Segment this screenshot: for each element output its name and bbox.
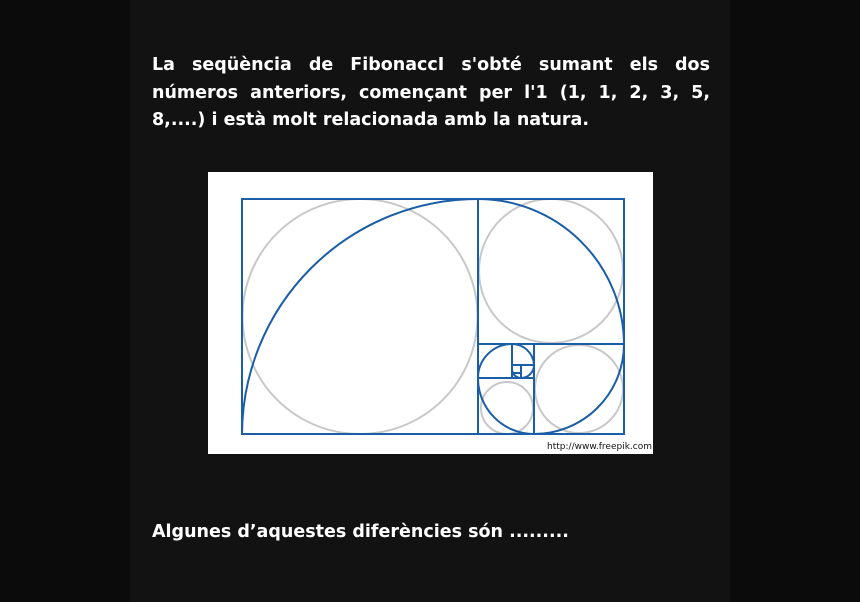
fibonacci-spiral-image: http://www.freepik.com xyxy=(208,172,653,454)
footer-paragraph: Algunes d’aquestes diferències són .....… xyxy=(152,522,569,542)
intro-paragraph: La seqüència de FibonaccI s'obté sumant … xyxy=(152,55,710,130)
inscribed-circles xyxy=(241,198,624,435)
fibonacci-spiral xyxy=(241,197,626,436)
golden-squares xyxy=(241,198,625,435)
image-credit: http://www.freepik.com xyxy=(547,442,652,452)
fibonacci-spiral-drawing xyxy=(241,197,626,436)
